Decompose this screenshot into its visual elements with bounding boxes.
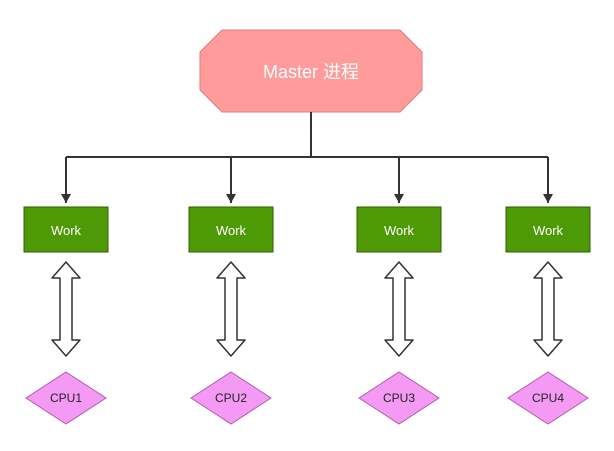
work-label: Work: [216, 223, 247, 238]
worker-node-2: Work CPU2: [188, 206, 274, 425]
work-box: [356, 206, 442, 253]
bidirectional-arrow: [533, 261, 563, 357]
master-to-worker-connectors: [61, 112, 553, 203]
work-box: [505, 206, 591, 253]
master-shape: [199, 29, 423, 113]
bidirectional-arrow: [216, 261, 246, 357]
work-label: Work: [51, 223, 82, 238]
cpu-diamond: [358, 371, 440, 425]
master-node: Master 进程: [199, 29, 423, 113]
cpu-label: CPU1: [50, 391, 82, 405]
work-label: Work: [384, 223, 415, 238]
cpu-label: CPU2: [215, 391, 247, 405]
cpu-diamond: [507, 371, 589, 425]
cpu-diamond: [25, 371, 107, 425]
work-box: [188, 206, 274, 253]
cpu-label: CPU3: [383, 391, 415, 405]
worker-node-4: Work CPU4: [505, 206, 591, 425]
bidirectional-arrow: [51, 261, 81, 357]
work-label: Work: [533, 223, 564, 238]
worker-node-1: Work CPU1: [23, 206, 109, 425]
bidirectional-arrow: [384, 261, 414, 357]
worker-node-3: Work CPU3: [356, 206, 442, 425]
cpu-diamond: [190, 371, 272, 425]
work-box: [23, 206, 109, 253]
master-label: Master 进程: [263, 62, 359, 82]
cpu-label: CPU4: [532, 391, 564, 405]
